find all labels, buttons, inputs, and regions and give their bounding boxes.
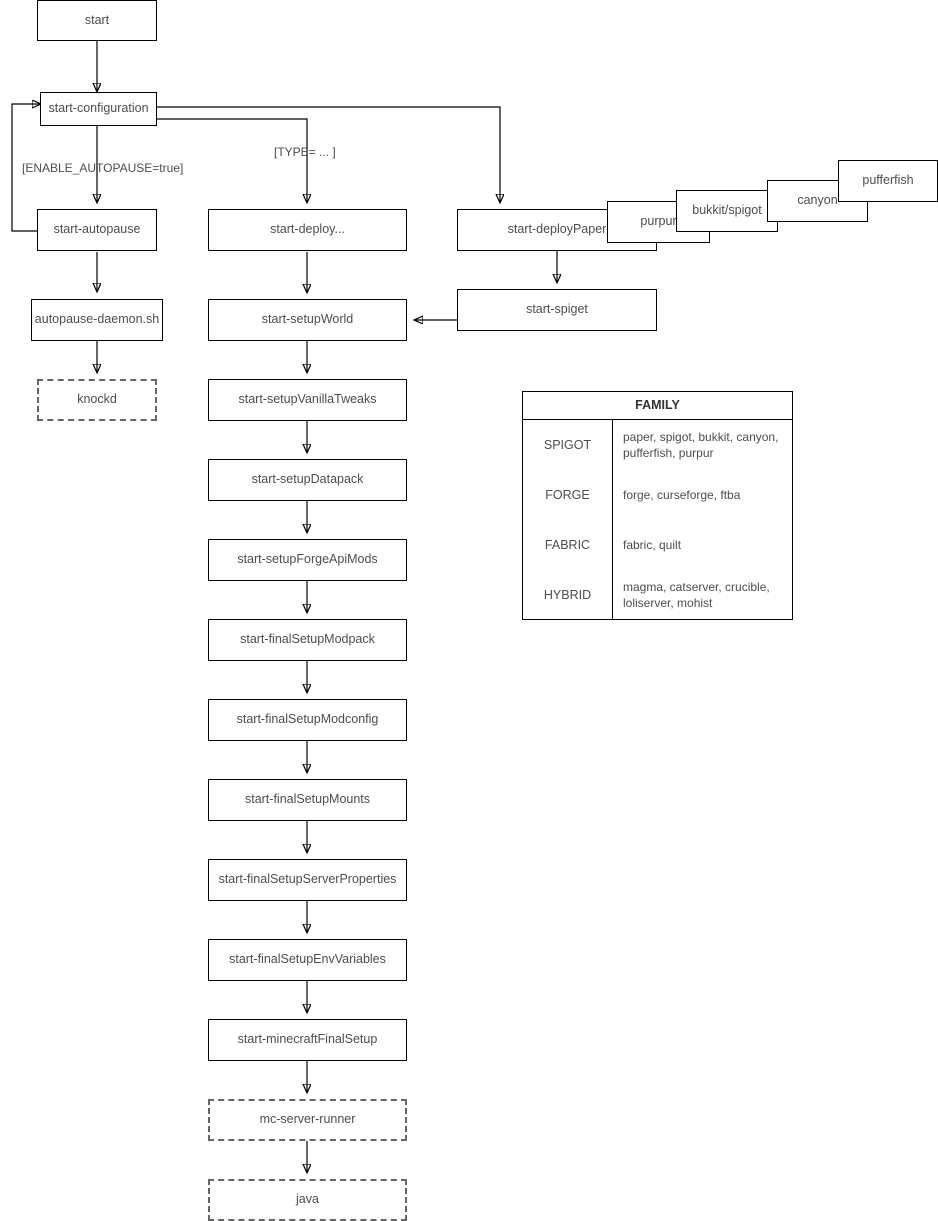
node-start-minecraft-final-setup[interactable]: start-minecraftFinalSetup bbox=[208, 1019, 407, 1061]
node-start-final-setup-modconfig[interactable]: start-finalSetupModconfig bbox=[208, 699, 407, 741]
edge-label-enable-autopause: [ENABLE_AUTOPAUSE=true] bbox=[22, 161, 184, 175]
node-start-spiget[interactable]: start-spiget bbox=[457, 289, 657, 331]
node-start-final-setup-env-variables[interactable]: start-finalSetupEnvVariables bbox=[208, 939, 407, 981]
family-legend-row-spigot: SPIGOT paper, spigot, bukkit, canyon, pu… bbox=[523, 420, 792, 470]
family-legend-value-spigot: paper, spigot, bukkit, canyon, pufferfis… bbox=[623, 429, 779, 460]
node-start-label: start bbox=[84, 12, 110, 27]
node-start-setup-datapack-label: start-setupDatapack bbox=[251, 472, 364, 487]
node-start-final-setup-server-properties-label: start-finalSetupServerProperties bbox=[218, 872, 397, 887]
node-start-setup-vanilla-tweaks-label: start-setupVanillaTweaks bbox=[238, 392, 377, 407]
family-legend-key-hybrid: HYBRID bbox=[523, 570, 613, 620]
family-legend-body: SPIGOT paper, spigot, bukkit, canyon, pu… bbox=[523, 420, 792, 620]
node-mc-server-runner[interactable]: mc-server-runner bbox=[208, 1099, 407, 1141]
node-start-autopause-label: start-autopause bbox=[53, 222, 141, 237]
node-start[interactable]: start bbox=[37, 0, 157, 41]
node-start-setup-world-label: start-setupWorld bbox=[261, 312, 354, 327]
family-legend-key-spigot: SPIGOT bbox=[523, 420, 613, 470]
family-legend-value-fabric: fabric, quilt bbox=[623, 537, 682, 552]
node-autopause-daemon[interactable]: autopause-daemon.sh bbox=[31, 299, 163, 341]
node-java[interactable]: java bbox=[208, 1179, 407, 1221]
node-canyon-label: canyon bbox=[797, 193, 838, 208]
node-pufferfish[interactable]: pufferfish bbox=[838, 160, 938, 202]
family-legend-title: FAMILY bbox=[523, 392, 792, 420]
node-bukkit-spigot[interactable]: bukkit/spigot bbox=[676, 190, 778, 232]
node-start-final-setup-modpack-label: start-finalSetupModpack bbox=[240, 632, 375, 647]
node-start-final-setup-mounts[interactable]: start-finalSetupMounts bbox=[208, 779, 407, 821]
node-start-minecraft-final-setup-label: start-minecraftFinalSetup bbox=[237, 1032, 378, 1047]
family-legend-row-fabric: FABRIC fabric, quilt bbox=[523, 520, 792, 570]
node-start-setup-forge-api-mods-label: start-setupForgeApiMods bbox=[237, 552, 378, 567]
node-start-configuration[interactable]: start-configuration bbox=[40, 92, 157, 126]
node-mc-server-runner-label: mc-server-runner bbox=[259, 1112, 356, 1127]
node-autopause-daemon-label: autopause-daemon.sh bbox=[34, 312, 160, 327]
node-purpur-label: purpur bbox=[640, 214, 677, 229]
node-start-deploy-paper-label: start-deployPaper bbox=[507, 222, 607, 237]
family-legend-value-forge: forge, curseforge, ftba bbox=[623, 487, 741, 502]
node-start-setup-vanilla-tweaks[interactable]: start-setupVanillaTweaks bbox=[208, 379, 407, 421]
family-legend-row-hybrid: HYBRID magma, catserver, crucible, lolis… bbox=[523, 570, 792, 620]
node-start-configuration-label: start-configuration bbox=[48, 101, 149, 116]
node-start-final-setup-mounts-label: start-finalSetupMounts bbox=[244, 792, 371, 807]
node-start-setup-forge-api-mods[interactable]: start-setupForgeApiMods bbox=[208, 539, 407, 581]
family-legend-value-hybrid: magma, catserver, crucible, loliserver, … bbox=[623, 579, 770, 610]
node-start-final-setup-modpack[interactable]: start-finalSetupModpack bbox=[208, 619, 407, 661]
node-start-deploy-label: start-deploy... bbox=[270, 222, 345, 237]
family-legend-table: FAMILY SPIGOT paper, spigot, bukkit, can… bbox=[522, 391, 793, 620]
node-knockd-label: knockd bbox=[77, 392, 117, 407]
node-start-autopause[interactable]: start-autopause bbox=[37, 209, 157, 251]
family-legend-key-forge: FORGE bbox=[523, 470, 613, 520]
node-start-final-setup-server-properties[interactable]: start-finalSetupServerProperties bbox=[208, 859, 407, 901]
node-start-final-setup-env-variables-label: start-finalSetupEnvVariables bbox=[229, 952, 386, 967]
node-start-setup-datapack[interactable]: start-setupDatapack bbox=[208, 459, 407, 501]
node-start-setup-world[interactable]: start-setupWorld bbox=[208, 299, 407, 341]
node-start-spiget-label: start-spiget bbox=[526, 302, 588, 317]
family-legend-key-fabric: FABRIC bbox=[523, 520, 613, 570]
node-start-final-setup-modconfig-label: start-finalSetupModconfig bbox=[236, 712, 379, 727]
node-knockd[interactable]: knockd bbox=[37, 379, 157, 421]
node-start-deploy[interactable]: start-deploy... bbox=[208, 209, 407, 251]
node-java-label: java bbox=[296, 1192, 319, 1207]
family-legend-row-forge: FORGE forge, curseforge, ftba bbox=[523, 470, 792, 520]
edge-label-type: [TYPE= ... ] bbox=[274, 145, 336, 159]
node-pufferfish-label: pufferfish bbox=[862, 173, 914, 188]
node-bukkit-spigot-label: bukkit/spigot bbox=[692, 203, 762, 218]
